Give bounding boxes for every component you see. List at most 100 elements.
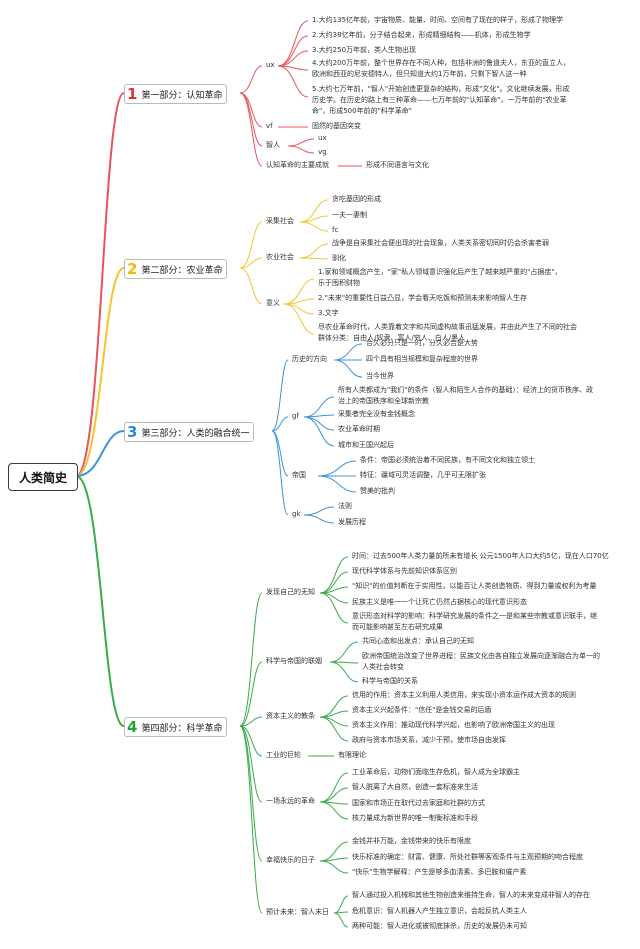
- p4-fx-leaf-0: [319, 556, 349, 594]
- p4-xf-item-3[interactable]: "快乐"生物学解释：产生是够多血清素、多巴胺和催产素: [352, 868, 527, 876]
- p1-vf-label[interactable]: vf: [266, 122, 273, 130]
- p4-gy-item[interactable]: 有限理论: [338, 751, 366, 759]
- p1-zr-label[interactable]: 智人: [266, 141, 280, 149]
- p4-fx-item-5[interactable]: 意识形态对科学的影响：科学研究发展的条件之一是和某些宗教或意识联手，继而可能影响…: [352, 612, 597, 631]
- p2-cj-item-1[interactable]: 贪吃基因的形成: [332, 195, 381, 203]
- p3-gf-item-2[interactable]: 采集者完全没有金钱概念: [338, 410, 415, 418]
- p2-cj-item-3[interactable]: fc: [332, 226, 339, 234]
- p3-dg-item-2[interactable]: 特征：疆域可灵活调整，几乎可无限扩张: [360, 471, 486, 479]
- p4-kx-item-2[interactable]: 欧洲帝国统治改变了世界进程：民族文化由各自独立发展向逐渐融合为单一的人类社会转变: [362, 652, 600, 671]
- p3-gf-leaf-3: [303, 416, 335, 447]
- p1-link-0: [239, 65, 263, 94]
- root-topic[interactable]: 人类简史: [8, 463, 78, 491]
- p4-yc-item-2[interactable]: 智人脱离了大自然，创造一套标准来生活: [352, 783, 478, 791]
- p2-yy-item-1[interactable]: 1.家和领域概念产生，"家"私人领域意识强化后产生了越来越严重的"占据症"，乐于…: [318, 268, 562, 287]
- p4-yc2-item-1[interactable]: 智人通过投入机械和其他生物创造来维持生命，智人的未来变成非智人的存在: [352, 891, 590, 899]
- p2-yy-leaf-0: [283, 278, 315, 305]
- p1-ux-item-3[interactable]: 3.大约250万年前，类人生物出现: [312, 46, 417, 54]
- p1-zr-leaf-1: [287, 145, 315, 154]
- p4-zb-item-3[interactable]: 资本主义作用：推动现代科学兴起，也影响了欧洲帝国主义的出现: [352, 721, 555, 729]
- p4-fx-item-2[interactable]: 现代科学体系与先前知识体系区别: [352, 567, 457, 575]
- p4-kx-item-3[interactable]: 科学与帝国的关系: [362, 677, 418, 685]
- p4-yc-item-1[interactable]: 工业革命后，动物们面临生存危机，智人成为全球霸主: [352, 768, 520, 776]
- p1-vf-item[interactable]: 固然的基因突变: [312, 122, 361, 130]
- p1-ux-item-5[interactable]: 5.大约七万年前，"智人"开始创造更复杂的结构，形成"文化"。文化继续发展，形成…: [312, 85, 570, 115]
- p1-ux-item-1[interactable]: 1.大约135亿年前，宇宙物质、能量、时间、空间有了现在的样子，形成了物理学: [312, 16, 564, 24]
- p4-yc-item-4[interactable]: 核力量成为新世界的唯一制衡标准和手段: [352, 814, 478, 822]
- p3-ls-item-3[interactable]: 当今世界: [366, 372, 394, 380]
- p3-gf-item-4[interactable]: 城市和王国兴起后: [338, 441, 394, 449]
- p3-gk-label[interactable]: gk: [292, 510, 301, 518]
- p2-yy-item-3[interactable]: 3.文字: [318, 309, 339, 317]
- p3-gf-label[interactable]: gf: [292, 412, 299, 420]
- p4-xf-item-2[interactable]: 快乐标准的确定：财富、健康、所处社群等客观条件与主观预期的吻合程度: [352, 853, 583, 861]
- p2-yy-item-2[interactable]: 2."未来"的重要性日益凸显，学会看天吃饭和预测未来影响智人生存: [318, 294, 528, 302]
- p3-gf-item-1[interactable]: 所有人类都成为"我们"的条件（智人和陌生人合作的基础）：经济上的货币秩序、政治上…: [338, 386, 593, 405]
- p3-gk-item-1[interactable]: 法则: [338, 502, 352, 510]
- p4-kx-label[interactable]: 科学与帝国的联姻: [266, 657, 322, 665]
- p4-link-1: [239, 661, 263, 727]
- p4-yc2-leaf-2: [333, 912, 349, 928]
- p1-ux-label[interactable]: ux: [266, 61, 275, 69]
- p3-ls-leaf-2: [333, 359, 363, 378]
- p4-zb-item-4[interactable]: 政府与资本市场关系，减少干预，使市场自由发挥: [352, 736, 506, 744]
- p2-link-0: [239, 221, 263, 269]
- p4-zb-leaf-0: [319, 695, 349, 718]
- p4-zb-item-1[interactable]: 信用的作用：资本主义利用人类信用，来实现小资本运作成大资本的规则: [352, 691, 576, 699]
- p2-yy-item-4[interactable]: 尽农业革命时代，人类靠着文字和共同虚构故事迅猛发展，并由此产生了不同的社会群体分…: [318, 323, 577, 342]
- p3-ls-label[interactable]: 历史的方向: [292, 355, 327, 363]
- p4-xf-label[interactable]: 幸福快乐的日子: [266, 856, 315, 864]
- p4-yc2-item-3[interactable]: 两种可能：智人进化或被彻底抹杀，历史的发展仍未可知: [352, 922, 527, 930]
- p4-fx-leaf-3: [319, 592, 349, 604]
- p4-fx-item-4[interactable]: 民族主义是唯一一个让死亡仍然占据核心的现代意识形态: [352, 598, 527, 606]
- p1-zr-item-1[interactable]: ux: [318, 134, 327, 142]
- p3-dg-label[interactable]: 帝国: [292, 471, 306, 479]
- p2-cj-label[interactable]: 采集社会: [266, 217, 294, 225]
- p3-dg-leaf-2: [317, 475, 357, 493]
- p1-zr-leaf-0: [287, 138, 315, 147]
- p1-rz-label[interactable]: 认知革命的主要成就: [266, 161, 329, 169]
- p1-link-3: [239, 92, 263, 167]
- p2-yy-label[interactable]: 意义: [266, 299, 280, 307]
- p2-ny-item-1[interactable]: 战争是自采集社会便出现的社会现象，人类关系密切同时仍会杀害老弱: [332, 239, 549, 247]
- p3-gk-leaf-0: [303, 506, 335, 516]
- p1-rz-item[interactable]: 形成不同语言与文化: [366, 161, 429, 169]
- p4-kx-item-1[interactable]: 共同心态和出发点：承认自己的无知: [362, 637, 474, 645]
- p1-ux-item-2[interactable]: 2.大约38亿年前，分子结合起来，形成精细结构——机体，形成生物学: [312, 31, 531, 39]
- p4-fx-item-3[interactable]: "知识"的价值判断在于实用性，以能否让人类创造物质、得到力量或权利为考量: [352, 582, 597, 590]
- p4-zb-leaf-3: [319, 716, 349, 742]
- p2-ny-item-2[interactable]: 驯化: [332, 254, 346, 262]
- p4-kx-leaf-2: [329, 661, 359, 683]
- p4-fx-item-1[interactable]: 时间：过去500年人类力量前所未有增长 公元1500年人口大约5亿，现在人口70…: [352, 552, 609, 560]
- p1-zr-item-2[interactable]: vg: [318, 148, 327, 156]
- p1-ux-leaf-1: [277, 35, 309, 67]
- p4-yc2-leaf-0: [333, 895, 349, 914]
- p3-gf-item-3[interactable]: 农业革命时期: [338, 425, 380, 433]
- p3-dg-leaf-0: [317, 460, 357, 477]
- p1-ux-item-4[interactable]: 4.大约200万年前，整个世界存在不同人种，包括非洲的鲁道夫人，东亚的直立人，欧…: [312, 59, 571, 78]
- p3-gf-leaf-0: [303, 396, 335, 418]
- p4-yc-label[interactable]: 一场永远的革命: [266, 797, 315, 805]
- branch-part-3: [75, 430, 125, 477]
- p3-dg-item-1[interactable]: 条件：帝国必须统治着不同民族，有不同文化和独立领土: [360, 456, 535, 464]
- p2-cj-item-2[interactable]: 一夫一妻制: [332, 211, 367, 219]
- p2-ny-label[interactable]: 农业社会: [266, 253, 294, 261]
- p4-yc2-item-2[interactable]: 危机意识：智人机器人产生独立意识，会起反抗人类主人: [352, 907, 527, 915]
- p3-gk-item-2[interactable]: 发展历程: [338, 518, 366, 526]
- p4-gy-label[interactable]: 工业的巨轮: [266, 751, 301, 759]
- p3-ls-item-2[interactable]: 四个具有相当规模和复杂程度的世界: [366, 355, 478, 363]
- p4-zb-item-2[interactable]: 资本主义兴起条件："信任"是金钱交易的后盾: [352, 706, 492, 714]
- p4-yc-item-3[interactable]: 国家和市场正在取代过去家庭和社群的方式: [352, 799, 485, 807]
- p3-dg-item-3[interactable]: 赞美的批判: [360, 487, 395, 495]
- p4-zb-label[interactable]: 资本主义的教条: [266, 712, 315, 720]
- p4-yc2-label[interactable]: 预计未来：智人末日: [266, 908, 329, 916]
- p3-ls-item-1[interactable]: 合久必分只是一时，分久必合是大势: [366, 339, 478, 347]
- p4-link-4: [239, 725, 263, 803]
- p2-ny-leaf-1: [299, 257, 329, 260]
- p4-xf-item-1[interactable]: 金钱并非万能，金钱带来的快乐有限度: [352, 837, 471, 845]
- p4-fx-label[interactable]: 发现自己的无知: [266, 588, 315, 596]
